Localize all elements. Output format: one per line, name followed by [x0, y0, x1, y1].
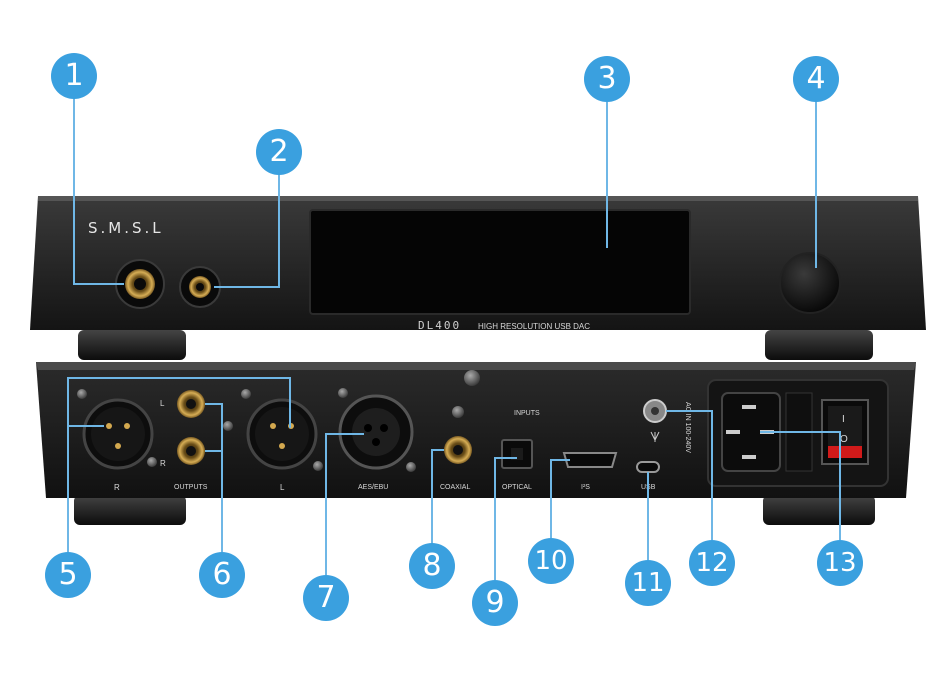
leader-line-2: [214, 174, 280, 288]
callout-13: 13: [817, 540, 863, 586]
aes-ebu-input: [338, 388, 416, 472]
headphone-jack-large: [115, 259, 165, 309]
callout-1: 1: [51, 53, 97, 99]
volume-knob: [779, 252, 841, 314]
callout-10: 10: [528, 538, 574, 584]
ground-screw: [464, 370, 480, 386]
front-foot-right: [765, 330, 873, 360]
leader-line-13: [760, 431, 841, 540]
i2s-label: I²S: [581, 484, 590, 491]
display: [309, 209, 691, 315]
leader-lines: [67, 98, 841, 580]
power-voltage-label: AC IN 100-240V: [684, 402, 691, 453]
aes-label: AES/EBU: [358, 484, 388, 491]
leader-line-9: [494, 457, 517, 580]
callout-3: 3: [584, 56, 630, 102]
antenna-connector: [643, 399, 667, 442]
rca-left-label: L: [160, 399, 165, 408]
i2s-input: [562, 452, 618, 468]
usb-input: [636, 461, 660, 473]
optical-input: [501, 439, 533, 469]
xlr-left-label: L: [280, 483, 285, 492]
leader-line-5: [67, 377, 291, 552]
switch-on-label: I: [842, 414, 845, 425]
front-foot-left: [78, 330, 186, 360]
outputs-label: OUTPUTS: [174, 484, 208, 491]
optical-label: OPTICAL: [502, 484, 532, 491]
leader-line-10: [550, 459, 570, 538]
callout-11: 11: [625, 560, 671, 606]
callout-12: 12: [689, 540, 735, 586]
xlr-output-left: [241, 389, 323, 471]
callout-8: 8: [409, 543, 455, 589]
callout-7: 7: [303, 575, 349, 621]
callout-4: 4: [793, 56, 839, 102]
front-unit: S.M.S.L DL400 HIGH RESOLUTION USB DAC: [30, 196, 926, 360]
coaxial-input: [444, 406, 472, 464]
rear-foot-right: [763, 495, 875, 525]
inputs-label: INPUTS: [514, 410, 540, 417]
rear-chassis: [36, 362, 916, 498]
coaxial-label: COAXIAL: [440, 484, 470, 491]
leader-line-7: [325, 433, 364, 575]
callout-6: 6: [199, 552, 245, 598]
leader-line-8: [431, 449, 444, 546]
rear-foot-left: [74, 495, 186, 525]
front-brand-logo: S.M.S.L: [88, 219, 164, 237]
callout-2: 2: [256, 129, 302, 175]
callout-5: 5: [45, 552, 91, 598]
front-model-tagline: HIGH RESOLUTION USB DAC: [478, 322, 590, 331]
front-model-logo: DL400: [418, 319, 461, 332]
power-inlet-switch: [707, 379, 889, 487]
switch-off-label: O: [840, 434, 848, 445]
leader-line-6: [205, 403, 223, 552]
xlr-output-right: [77, 389, 157, 470]
rear-unit: R L R OUTPUTS L AES/EBU: [36, 362, 916, 525]
leader-line-1: [73, 98, 124, 285]
rca-outputs: [177, 390, 233, 465]
leader-line-12: [666, 410, 713, 540]
rca-right-label: R: [160, 459, 166, 468]
callout-9: 9: [472, 580, 518, 626]
xlr-right-label: R: [114, 483, 120, 492]
